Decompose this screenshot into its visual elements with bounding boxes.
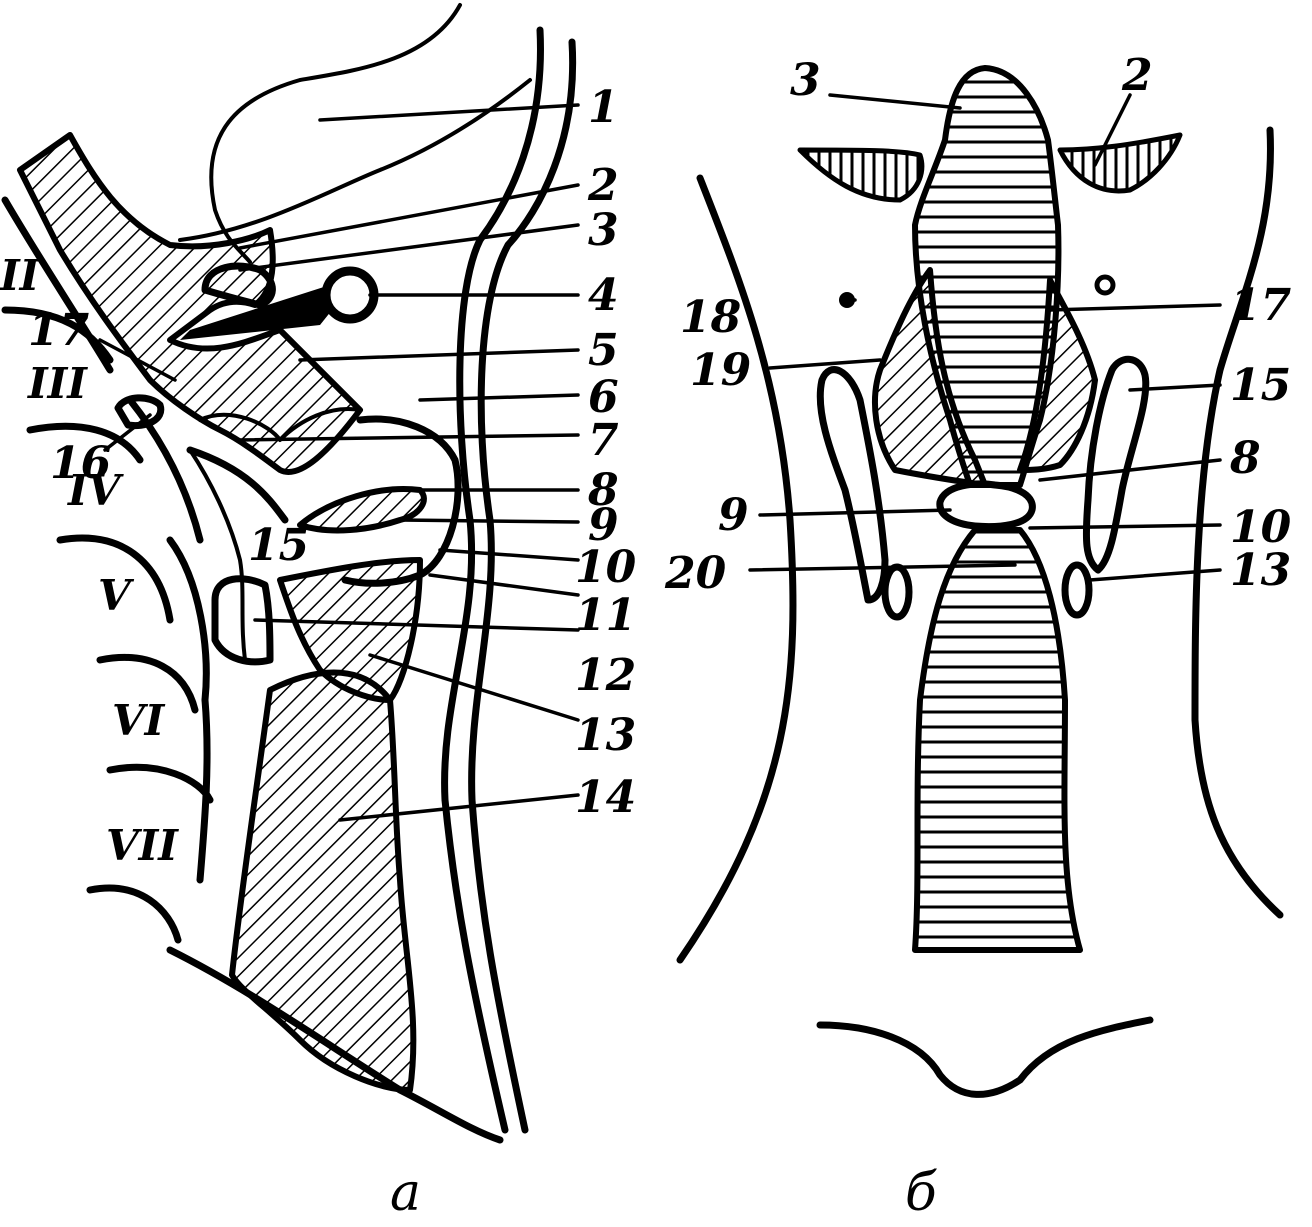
panel-b-labels: 3 2 18 17 19 15 8 9 10 20 13 б	[664, 50, 1292, 1223]
label-a-1: 1	[588, 82, 619, 133]
vertebra-III: III	[27, 359, 88, 408]
vertebra-VII: VII	[106, 821, 179, 870]
panel-b-drawing	[676, 65, 1284, 1098]
panel-a-leaders	[98, 103, 580, 822]
label-b-17: 17	[1230, 280, 1292, 331]
label-a-8: 8	[587, 465, 619, 516]
label-a-2: 2	[587, 160, 619, 211]
label-a-7: 7	[588, 415, 619, 466]
label-a-9: 9	[588, 500, 619, 551]
label-a-6: 6	[588, 372, 619, 423]
label-a-11: 11	[575, 590, 636, 641]
label-a-12: 12	[575, 650, 636, 701]
thyroid-cartilage-left	[872, 267, 988, 488]
hyoid-right	[1057, 132, 1183, 194]
label-a-16: 16	[50, 438, 111, 489]
vertebra-II: II	[0, 251, 41, 300]
label-b-2: 2	[1121, 50, 1153, 101]
epiglottis-region	[17, 132, 363, 475]
label-a-15: 15	[248, 520, 309, 571]
label-a-14: 14	[575, 772, 636, 823]
vocal-fold	[297, 486, 427, 534]
panel-b-caption: б	[905, 1163, 937, 1223]
label-b-10: 10	[1230, 502, 1292, 553]
label-a-10: 10	[575, 542, 637, 593]
panel-a-caption: а	[390, 1163, 421, 1223]
label-a-3: 3	[588, 205, 619, 256]
panel-b-leaders	[748, 93, 1222, 582]
label-b-20: 20	[664, 548, 727, 599]
label-b-15: 15	[1230, 360, 1291, 411]
label-b-3: 3	[790, 55, 821, 106]
label-b-19: 19	[690, 345, 751, 396]
label-b-18: 18	[680, 292, 741, 343]
label-b-9: 9	[718, 490, 749, 541]
vertebra-VI: VI	[112, 696, 166, 745]
label-a-4: 4	[588, 270, 619, 321]
vertebra-IV: IV	[67, 466, 125, 515]
hyoid-left	[797, 147, 925, 203]
panel-a-drawing	[1, 3, 577, 1144]
label-a-13: 13	[575, 710, 636, 761]
trachea	[229, 669, 417, 1093]
label-a-5: 5	[588, 325, 619, 376]
label-b-13: 13	[1230, 545, 1291, 596]
panel-a-labels: 1 2 3 4 5 6 7 8 9 10 11 12 13 14 15 16 1…	[0, 82, 637, 1223]
thyroid-cartilage-right	[1017, 277, 1098, 473]
vertebra-V: V	[98, 571, 135, 620]
trachea-frontal	[912, 527, 1083, 953]
label-b-8: 8	[1229, 433, 1261, 484]
label-a-17: 17	[28, 305, 90, 356]
